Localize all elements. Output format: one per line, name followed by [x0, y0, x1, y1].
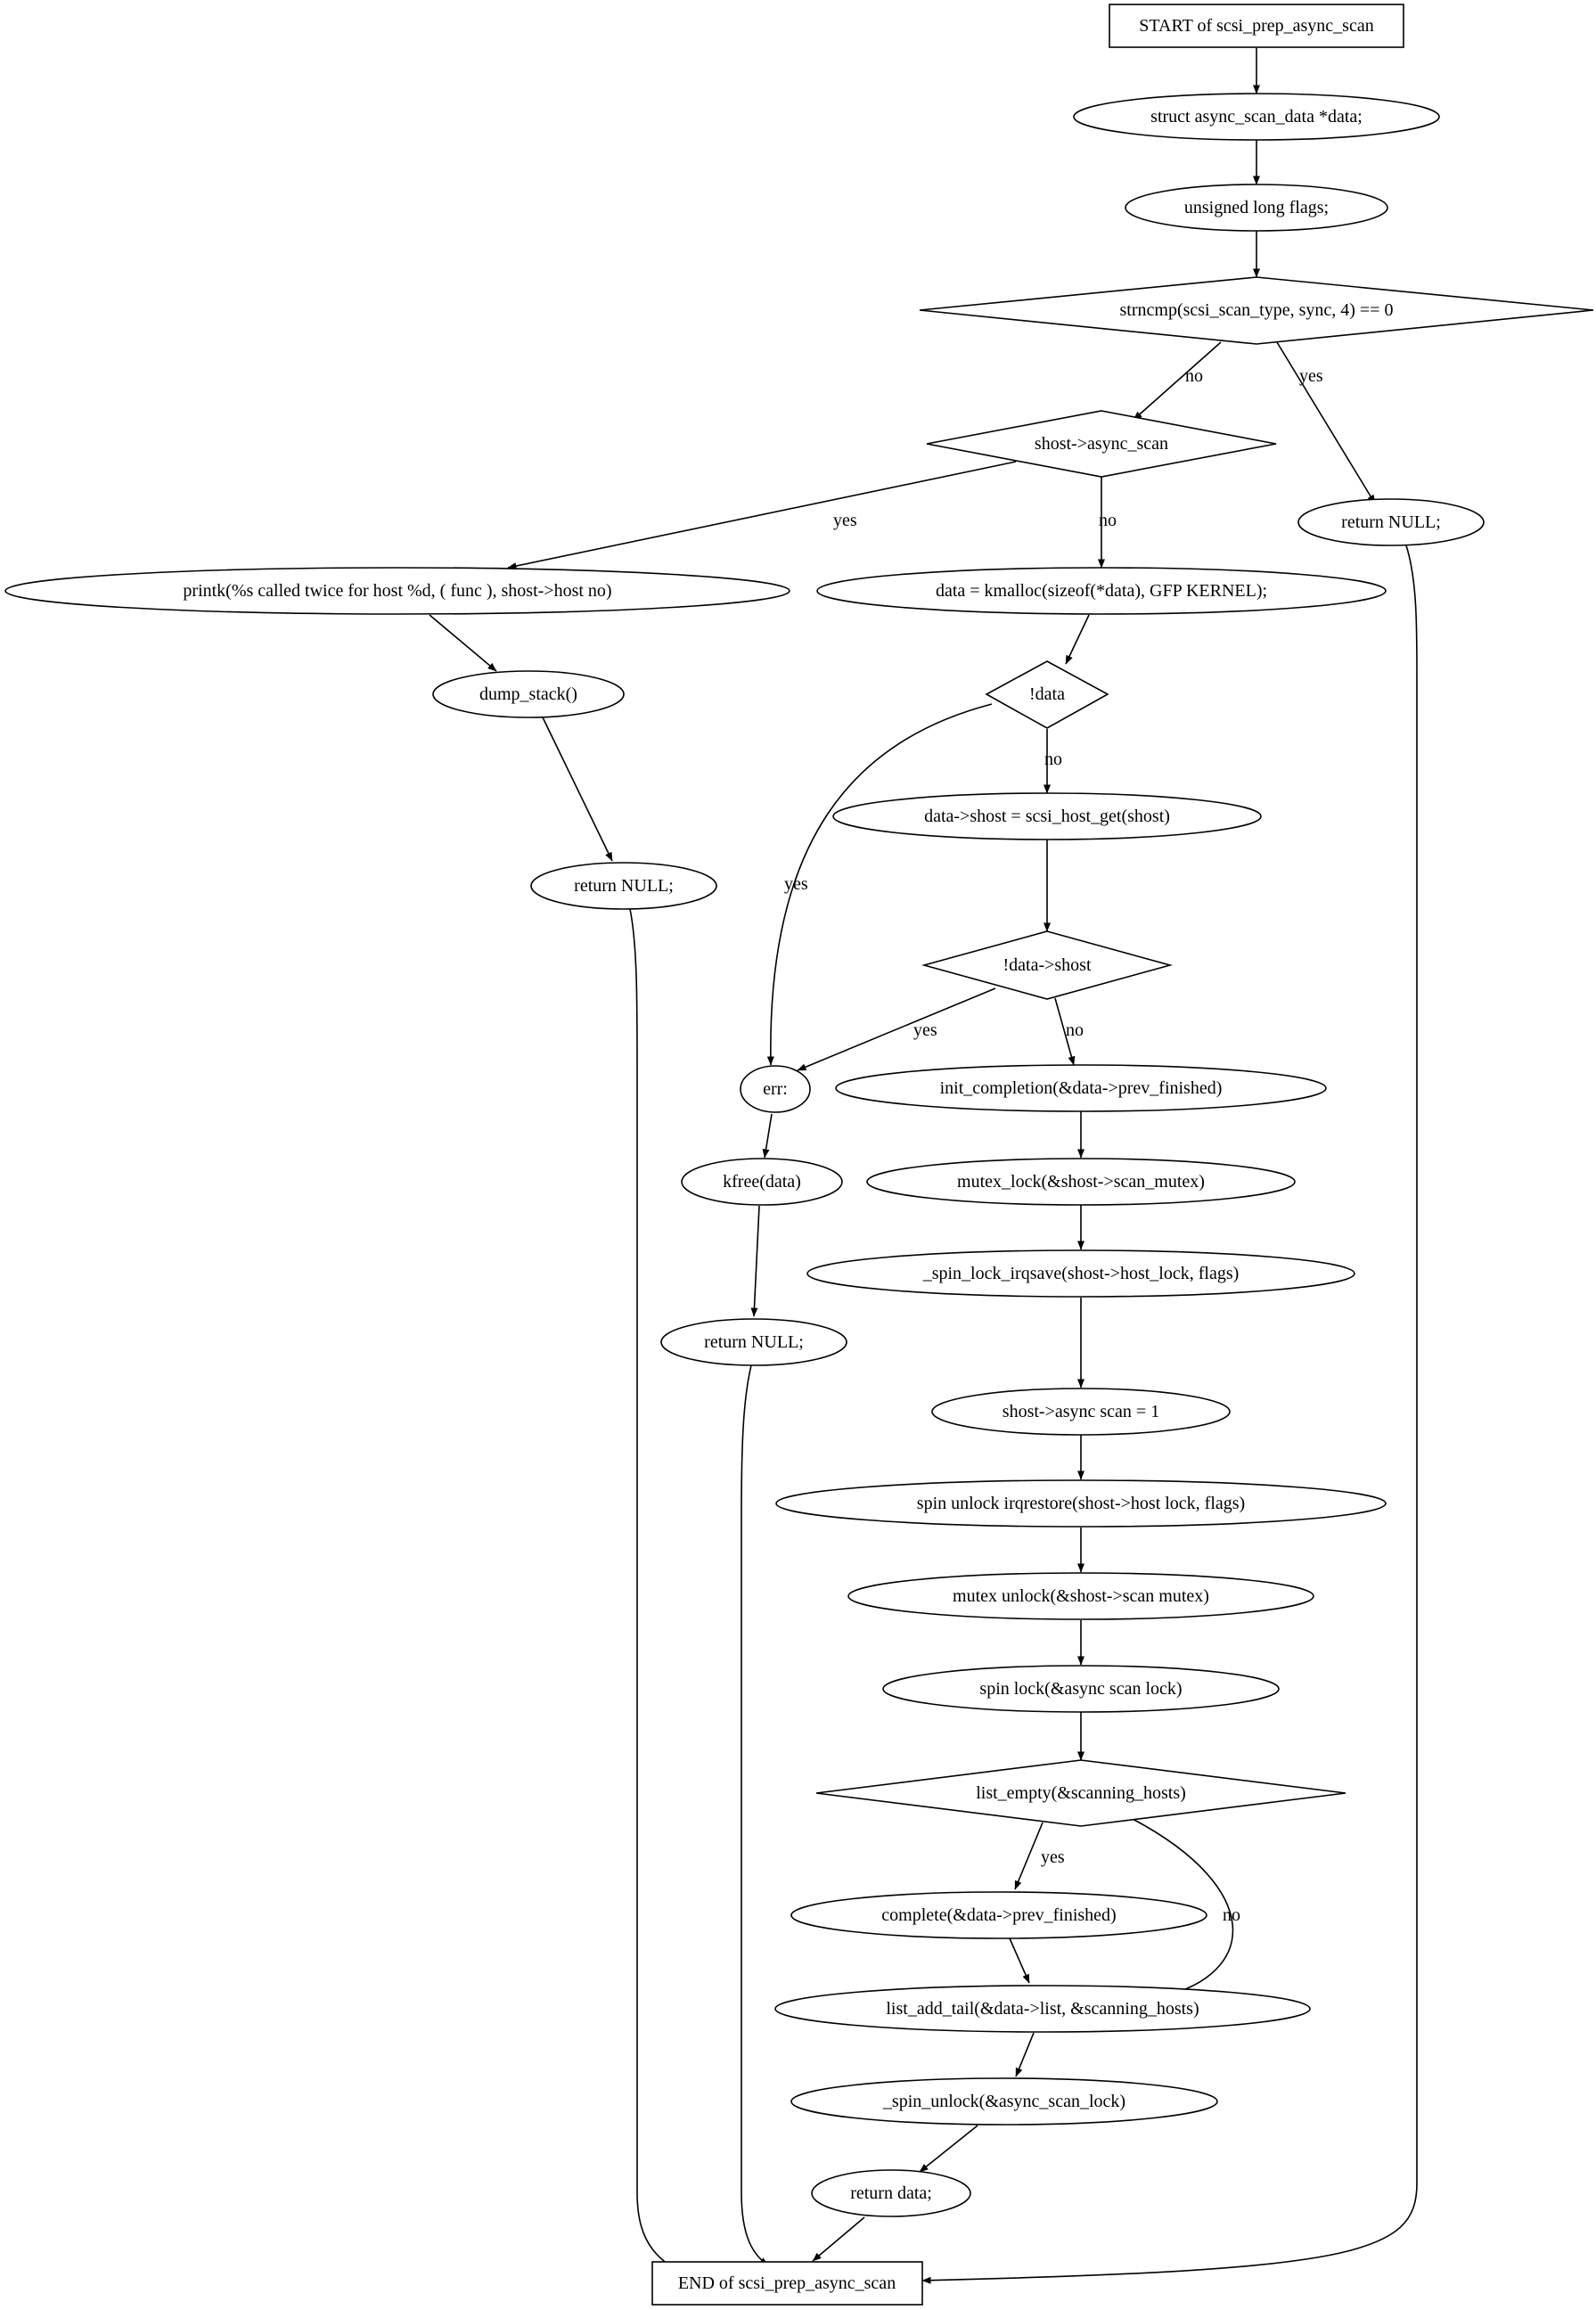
edge-not-shost-yes [797, 987, 996, 1071]
node-mutex-lock: mutex_lock(&shost->scan_mutex) [866, 1158, 1296, 1206]
edge-spin-unlock-async-to-return-data [919, 2125, 978, 2173]
svg-text:complete(&data->prev_finished): complete(&data->prev_finished) [881, 1905, 1116, 1925]
svg-text:spin lock(&async scan lock): spin lock(&async scan lock) [979, 1679, 1182, 1699]
svg-text:shost->async scan = 1: shost->async scan = 1 [1003, 1402, 1159, 1421]
node-async-scan-check: shost->async_scan [926, 410, 1277, 478]
node-printk: printk(%s called twice for host %d, ( fu… [4, 567, 790, 615]
edge-label-notdata-no: no [1044, 750, 1062, 769]
svg-text:return data;: return data; [850, 2183, 932, 2203]
edge-dump-stack-to-return-null-2 [542, 717, 613, 862]
node-return-data: return data; [811, 2169, 971, 2217]
svg-text:data->shost = scsi_host_get(sh: data->shost = scsi_host_get(shost) [924, 807, 1170, 826]
edge-list-empty-no [1132, 1818, 1234, 1998]
svg-text:!data->shost: !data->shost [1003, 955, 1091, 975]
node-return-null-1: return NULL; [1297, 498, 1485, 546]
edges [429, 48, 1418, 2284]
node-not-data: !data [985, 660, 1109, 729]
node-strncmp: strncmp(scsi_scan_type, sync, 4) == 0 [919, 276, 1594, 345]
node-dump-stack: dump_stack() [432, 670, 625, 718]
edge-return-null-1-to-end [921, 545, 1418, 2284]
edge-kmalloc-to-not-data [1065, 614, 1090, 665]
svg-text:START of scsi_prep_async_scan: START of scsi_prep_async_scan [1139, 16, 1373, 36]
edge-labels: no yes yes no no yes yes no yes no [784, 366, 1323, 1925]
edge-strncmp-no [1133, 341, 1222, 421]
svg-text:struct async_scan_data *data;: struct async_scan_data *data; [1150, 107, 1363, 127]
edge-return-null-2-to-end [629, 908, 700, 2282]
svg-text:_spin_unlock(&async_scan_lock): _spin_unlock(&async_scan_lock) [882, 2092, 1125, 2111]
svg-text:spin unlock irqrestore(shost: spin unlock irqrestore(shost->host lock,… [917, 1494, 1245, 1513]
node-spin-unlock-async: _spin_unlock(&async_scan_lock) [790, 2077, 1218, 2126]
edge-list-empty-yes [1014, 1822, 1044, 1890]
svg-text:unsigned long flags;: unsigned long flags; [1184, 198, 1329, 217]
svg-text:!data: !data [1029, 684, 1065, 704]
svg-text:return NULL;: return NULL; [574, 876, 674, 896]
svg-text:list_empty(&scanning_hosts): list_empty(&scanning_hosts) [976, 1783, 1186, 1803]
node-decl-flags: unsigned long flags; [1125, 184, 1388, 232]
edge-label-listempty-no: no [1223, 1905, 1240, 1925]
node-spin-unlock-irqrestore: spin unlock irqrestore(shost->host lock,… [775, 1479, 1387, 1528]
node-complete: complete(&data->prev_finished) [790, 1891, 1207, 1939]
edge-err-to-kfree [762, 1113, 773, 1159]
edge-printk-to-dump-stack [429, 614, 497, 672]
node-decl-data: struct async_scan_data *data; [1073, 93, 1440, 141]
node-spin-lock-irqsave: _spin_lock_irqsave(shost->host_lock, fla… [806, 1249, 1355, 1298]
edge-list-add-tail-to-spin-unlock-async [1015, 2032, 1035, 2077]
edge-label-strncmp-no: no [1185, 366, 1203, 386]
node-mutex-unlock: mutex unlock(&shost->scan mutex) [847, 1572, 1314, 1620]
node-start: START of scsi_prep_async_scan [1109, 4, 1404, 48]
edge-label-async-no: no [1099, 511, 1117, 530]
svg-text:list_add_tail(&data->list, &sc: list_add_tail(&data->list, &scanning_hos… [886, 1999, 1199, 2019]
node-list-add-tail: list_add_tail(&data->list, &scanning_hos… [774, 1985, 1311, 2033]
svg-text:init_completion(&data->prev_fi: init_completion(&data->prev_finished) [940, 1078, 1223, 1098]
edge-async-yes [507, 461, 1017, 569]
edge-label-async-yes: yes [833, 511, 857, 530]
node-init-completion: init_completion(&data->prev_finished) [835, 1064, 1327, 1112]
edge-label-notdata-yes: yes [784, 874, 808, 894]
svg-text:err:: err: [763, 1079, 788, 1099]
edge-strncmp-yes [1276, 341, 1376, 504]
svg-text:mutex_lock(&shost->scan_mutex): mutex_lock(&shost->scan_mutex) [957, 1172, 1205, 1192]
edge-label-strncmp-yes: yes [1299, 366, 1323, 386]
svg-text:return NULL;: return NULL; [1341, 512, 1441, 532]
svg-text:_spin_lock_irqsave(shost->host: _spin_lock_irqsave(shost->host_lock, fla… [922, 1264, 1240, 1283]
svg-text:return NULL;: return NULL; [704, 1332, 804, 1352]
svg-text:strncmp(scsi_scan_type, sync,: strncmp(scsi_scan_type, sync, 4) == 0 [1120, 300, 1394, 320]
node-kmalloc: data = kmalloc(sizeof(*data), GFP KERNEL… [816, 567, 1387, 615]
node-return-null-2: return NULL; [530, 862, 717, 910]
svg-text:data = kmalloc(sizeof(*data),: data = kmalloc(sizeof(*data), GFP KERNEL… [936, 581, 1267, 601]
node-end: END of scsi_prep_async_scan [651, 2261, 923, 2306]
edge-return-null-3-to-end [741, 1364, 769, 2266]
node-not-data-shost: !data->shost [921, 930, 1174, 1000]
node-return-null-3: return NULL; [660, 1318, 847, 1366]
edge-return-data-to-end [812, 2216, 865, 2262]
node-err: err: [740, 1065, 811, 1113]
node-list-empty: list_empty(&scanning_hosts) [815, 1759, 1346, 1827]
edge-label-notshost-no: no [1066, 1020, 1084, 1040]
node-scsi-host-get: data->shost = scsi_host_get(shost) [832, 792, 1262, 840]
node-spin-lock-async: spin lock(&async scan lock) [882, 1665, 1280, 1713]
edge-label-listempty-yes: yes [1041, 1847, 1065, 1867]
svg-text:shost->async_scan: shost->async_scan [1035, 434, 1168, 454]
edge-label-notshost-yes: yes [913, 1020, 937, 1040]
edge-complete-to-list-add-tail [1009, 1937, 1030, 1984]
edge-kfree-to-return-null-3 [750, 1205, 760, 1317]
svg-text:mutex unlock(&shost->scan mu: mutex unlock(&shost->scan mutex) [953, 1586, 1209, 1606]
edge-not-data-yes [766, 703, 993, 1066]
nodes: START of scsi_prep_async_scan struct asy… [4, 4, 1594, 2306]
node-set-async-scan: shost->async scan = 1 [931, 1388, 1231, 1436]
node-kfree: kfree(data) [681, 1158, 843, 1206]
svg-text:END of scsi_prep_async_scan: END of scsi_prep_async_scan [678, 2273, 896, 2293]
svg-text:kfree(data): kfree(data) [723, 1172, 801, 1192]
svg-text:printk(%s called twice for hos: printk(%s called twice for host %d, ( fu… [183, 581, 611, 601]
svg-text:dump_stack(): dump_stack() [479, 684, 577, 704]
edge-not-shost-no [1054, 997, 1076, 1066]
